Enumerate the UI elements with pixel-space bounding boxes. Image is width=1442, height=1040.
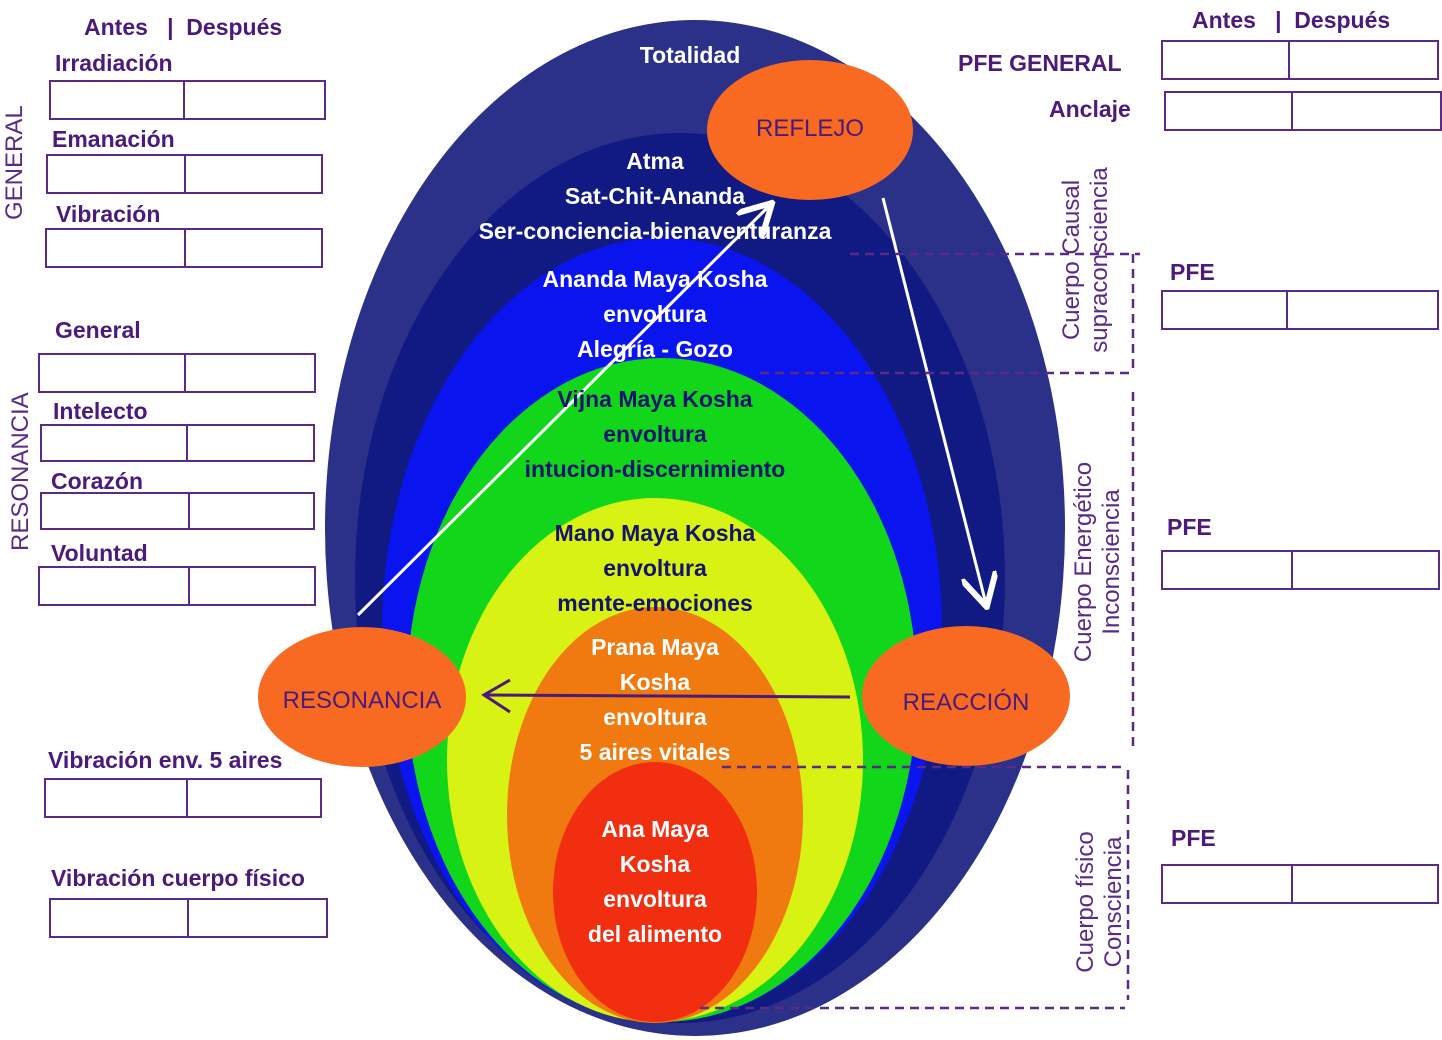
cuerpo-energetico-label: Cuerpo Energético Inconsciencia (1070, 461, 1125, 663)
irradiacion-field[interactable] (49, 80, 326, 120)
resonancia-label: RESONANCIA (282, 687, 442, 714)
resonancia-node (258, 627, 466, 767)
ana-layer (553, 762, 757, 1022)
vib-5-aires-field[interactable] (44, 778, 322, 818)
voluntad-label: Voluntad (51, 540, 148, 566)
prana-text: Prana Maya Kosha envoltura 5 aires vital… (579, 634, 731, 765)
ananda-text: Ananda Maya Kosha envoltura Alegría - Go… (542, 266, 768, 362)
pfe-energetico-label: PFE (1167, 514, 1212, 540)
vib-cuerpo-fisico-field[interactable] (49, 898, 328, 938)
pfe-fisico-field[interactable] (1161, 864, 1439, 904)
vib-5-aires-label: Vibración env. 5 aires (48, 747, 283, 773)
corazon-label: Corazón (51, 468, 143, 494)
cuerpo-fisico-label: Cuerpo físico Consciencia (1072, 831, 1127, 973)
arrow-reaccion-to-resonancia (485, 693, 851, 699)
pfe-energetico-field[interactable] (1161, 550, 1440, 590)
general-group-label: GENERAL (1, 105, 28, 220)
pfe-general-field[interactable] (1161, 40, 1439, 80)
pfe-fisico-label: PFE (1171, 825, 1216, 851)
reaccion-label: REACCIÓN (902, 689, 1030, 716)
arrow-resonancia-to-reflejo (356, 205, 770, 617)
atma-text: Atma Sat-Chit-Ananda Ser-conciencia-bien… (478, 148, 832, 244)
intelecto-field[interactable] (40, 424, 315, 462)
right-header: Antes | Después (1192, 7, 1391, 33)
vijna-text: Vijna Maya Kosha envoltura intucion-disc… (524, 386, 786, 482)
vib-cuerpo-fisico-label: Vibración cuerpo físico (51, 865, 305, 891)
cuerpo-causal-label: Cuerpo Causal supraconsciencia (1058, 167, 1113, 353)
general-label: General (55, 317, 141, 343)
reflejo-node (707, 60, 913, 200)
left-header: Antes | Después (84, 14, 283, 40)
emanacion-label: Emanación (52, 126, 175, 152)
arrow-reflejo-to-reaccion (881, 197, 986, 604)
pfe-causal-label: PFE (1170, 259, 1215, 285)
vibracion-label: Vibración (56, 201, 161, 227)
vibracion-field[interactable] (45, 228, 323, 268)
anclaje-field[interactable] (1164, 91, 1442, 131)
arrow-head-resonancia (481, 678, 511, 714)
general-field[interactable] (38, 353, 316, 393)
totalidad-label: Totalidad (639, 42, 741, 68)
intelecto-label: Intelecto (53, 398, 148, 424)
emanacion-field[interactable] (46, 154, 323, 194)
irradiacion-label: Irradiación (55, 50, 173, 76)
reaccion-node (862, 626, 1070, 766)
body-brackets (700, 252, 1140, 1010)
ana-text: Ana Maya Kosha envoltura del alimento (587, 816, 723, 947)
resonancia-group-label: RESONANCIA (7, 392, 34, 551)
pfe-general-label: PFE GENERAL (958, 50, 1122, 76)
reflejo-label: REFLEJO (755, 115, 865, 142)
corazon-field[interactable] (40, 492, 315, 530)
anclaje-label: Anclaje (1049, 96, 1131, 122)
mano-text: Mano Maya Kosha envoltura mente-emocione… (554, 520, 756, 616)
pfe-causal-field[interactable] (1161, 290, 1439, 330)
voluntad-field[interactable] (38, 566, 316, 606)
